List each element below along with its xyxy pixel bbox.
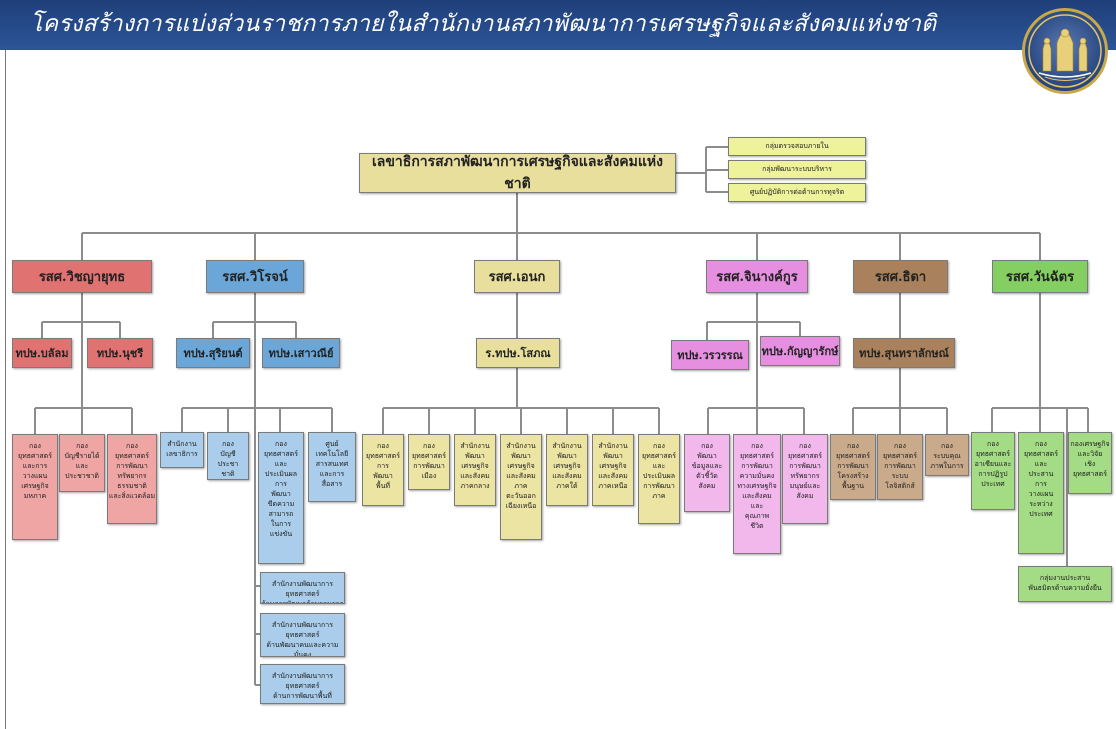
advisor-box: ทปษ.กัญญารักษ์	[760, 336, 840, 366]
page-left-border	[5, 50, 6, 729]
unit-box: สำนักงานพัฒนาการยุทธศาสตร์ ด้านพัฒนาคนแล…	[260, 613, 345, 657]
unit-box: กอง ยุทธศาสตร์ การพัฒนา ความมั่นคง ทางเศ…	[733, 434, 781, 554]
unit-box: กอง ยุทธศาสตร์ การพัฒนา ระบบ โลจิสติกส์	[877, 434, 923, 500]
deputy-box: รสศ.วิโรจน์	[206, 260, 304, 293]
unit-box: สำนักงาน พัฒนา เศรษฐกิจ และสังคม ภาคใต้	[546, 434, 588, 506]
advisor-box: ทปษ.บลัลม	[12, 338, 72, 368]
unit-box: สำนักงานพัฒนาการยุทธศาสตร์ ด้านการพัฒนาพ…	[260, 664, 345, 704]
side-unit-internal-audit: กลุ่มตรวจสอบภายใน	[728, 137, 866, 156]
unit-box: กอง บัญชีรายได้ และ ประชาชาติ	[59, 434, 105, 492]
unit-box: สำนักงานพัฒนาการยุทธศาสตร์ ด้านการพัฒนาด…	[260, 572, 345, 604]
advisor-box: ทปษ.เสาวณีย์	[262, 338, 340, 368]
unit-box: กอง พัฒนา ข้อมูลและ ตัวชี้วัด สังคม	[684, 434, 730, 512]
deputy-box: รสศ.วิชญายุทธ	[12, 260, 152, 293]
secretary-general-box: เลขาธิการสภาพัฒนาการเศรษฐกิจและสังคมแห่ง…	[359, 153, 676, 193]
page-title: โครงสร้างการแบ่งส่วนราชการภายในสำนักงานส…	[30, 11, 937, 37]
unit-box: สำนักงาน พัฒนา เศรษฐกิจ และสังคม ภาคกลาง	[454, 434, 496, 506]
unit-box: สำนักงาน พัฒนา เศรษฐกิจ และสังคม ภาค ตะว…	[500, 434, 542, 540]
deputy-box: รสศ.เอนก	[474, 260, 560, 293]
unit-box: สำนักงาน พัฒนา เศรษฐกิจ และสังคม ภาคเหนื…	[592, 434, 634, 506]
unit-box: กอง ระบบคุณ ภาพในการ	[925, 434, 969, 476]
nesdc-emblem-icon	[1022, 8, 1108, 94]
unit-box: กอง ยุทธศาสตร์ การ พัฒนา พื้นที่	[362, 434, 404, 506]
deputy-box: รสศ.ธิดา	[853, 260, 948, 293]
advisor-box: ทปษ.นุชรี	[87, 338, 153, 368]
unit-box: กอง บัญชี ประชา ชาติ	[207, 432, 249, 480]
advisor-box: ทปษ.สุนทราลักษณ์	[853, 338, 955, 368]
unit-box: กอง ยุทธศาสตร์ การพัฒนา ทรัพยากร ธรรมชาต…	[107, 434, 157, 524]
unit-box: กอง ยุทธศาสตร์ และ ประสาน การ วางแผน ระห…	[1018, 432, 1064, 554]
unit-box: สำนักงาน เลขาธิการ	[160, 432, 204, 468]
side-unit-admin-development: กลุ่มพัฒนาระบบบริหาร	[728, 160, 866, 179]
unit-box: กอง ยุทธศาสตร์ การพัฒนา โครงสร้าง พื้นฐา…	[830, 434, 876, 500]
unit-box: กอง ยุทธศาสตร์ และ ประเมินผล การ พัฒนา ข…	[258, 432, 304, 564]
deputy-box: รสศ.วันฉัตร	[992, 260, 1088, 293]
unit-box: กลุ่มงานประสาน พันธมิตรด้านความยั่งยืน	[1018, 566, 1112, 602]
unit-box: กอง ยุทธศาสตร์ และการ วางแผน เศรษฐกิจ มห…	[12, 434, 58, 540]
unit-box: กอง ยุทธศาสตร์ การพัฒนา เมือง	[408, 434, 450, 490]
deputy-box: รสศ.จินางค์กูร	[706, 260, 808, 293]
advisor-box: ทปษ.สุริยนต์	[176, 338, 250, 368]
unit-box: กอง ยุทธศาสตร์ การพัฒนา ทรัพยากร มนุษย์แ…	[782, 434, 828, 524]
unit-box: กองเศรษฐกิจ และวิจัย เชิง ยุทธศาสตร์	[1068, 432, 1112, 494]
title-bar: โครงสร้างการแบ่งส่วนราชการภายในสำนักงานส…	[0, 0, 1116, 50]
unit-box: ศูนย์ เทคโนโลยี สารสนเทศ และการ สื่อสาร	[308, 432, 356, 502]
advisor-box: ร.ทปษ.โสภณ	[476, 338, 560, 368]
unit-box: กอง ยุทธศาสตร์ และ ประเมินผล การพัฒนา ภา…	[638, 434, 680, 524]
side-unit-anti-corruption: ศูนย์ปฏิบัติการต่อต้านการทุจริต	[728, 183, 866, 202]
unit-box: กอง ยุทธศาสตร์ อาเซียนและ การปฏิรูป ประเ…	[971, 432, 1015, 510]
advisor-box: ทปษ.วรวรรณ	[671, 340, 749, 370]
